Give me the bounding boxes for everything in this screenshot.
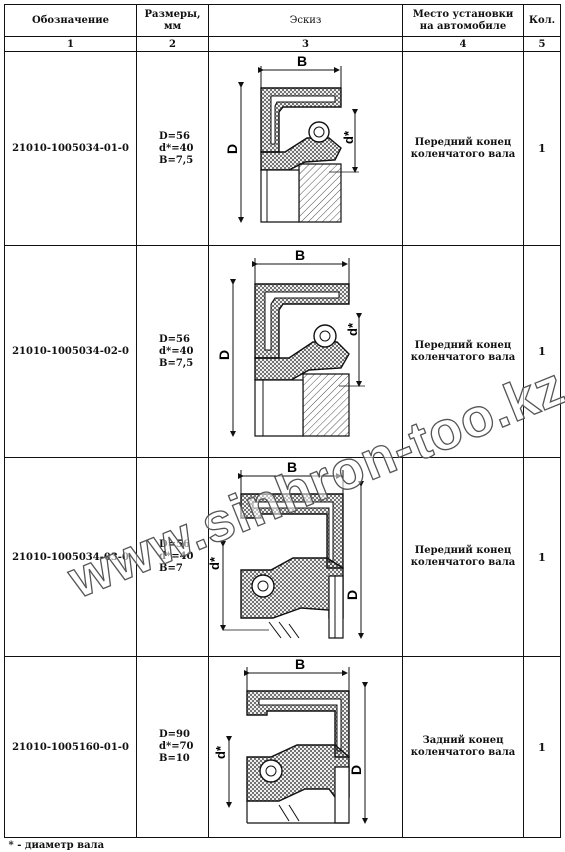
dim-width: B=7 (159, 563, 208, 575)
designation-cell: 21010-1005160-01-0 (5, 657, 137, 838)
header-place-line2: на автомобиле (420, 21, 506, 32)
dimensions-cell: D=56 d*=40 B=7 (137, 458, 209, 657)
sketch-label-b: B (295, 657, 305, 672)
qty-cell: 1 (524, 246, 561, 458)
sketch-label-d-outer: D (224, 144, 240, 154)
header-dimensions-line1: Размеры, (145, 9, 201, 20)
sketch-cell: B D d* (209, 657, 403, 838)
sketch-label-b: B (287, 459, 297, 475)
sketch-label-d-outer: D (216, 350, 232, 360)
header-dimensions-line2: мм (164, 21, 181, 32)
dim-shaft-diameter: d*=40 (159, 346, 208, 358)
sketch-label-b: B (297, 53, 307, 69)
place-line: коленчатого вала (403, 352, 523, 364)
table-row: 21010-1005034-02-0 D=56 d*=40 B=7,5 B D … (5, 246, 561, 458)
dim-outer-diameter: D=90 (159, 729, 208, 741)
header-designation: Обозначение (5, 5, 137, 37)
dimensions-cell: D=56 d*=40 B=7,5 (137, 246, 209, 458)
place-line: коленчатого вала (403, 149, 523, 161)
place-cell: Передний конец коленчатого вала (403, 246, 524, 458)
header-dimensions: Размеры, мм (137, 5, 209, 37)
sketch-label-d-outer: D (344, 590, 360, 600)
seal-sketch-4: B D d* (209, 657, 403, 837)
dim-width: B=7,5 (159, 358, 208, 370)
place-line: коленчатого вала (403, 557, 523, 569)
dimensions-cell: D=56 d*=40 B=7,5 (137, 52, 209, 246)
footnote: * - диаметр вала (5, 838, 561, 852)
column-number-row: 1 2 3 4 5 (5, 37, 561, 52)
header-place: Место установки на автомобиле (403, 5, 524, 37)
place-cell: Передний конец коленчатого вала (403, 52, 524, 246)
designation-cell: 21010-1005034-01-0 (5, 52, 137, 246)
header-sketch: Эскиз (209, 5, 403, 37)
place-line: коленчатого вала (403, 747, 523, 759)
dim-outer-diameter: D=56 (159, 539, 208, 551)
sketch-label-b: B (295, 247, 305, 263)
place-line: Задний конец (403, 735, 523, 747)
seal-sketch-3: B D d* (209, 458, 403, 656)
place-line: Передний конец (403, 545, 523, 557)
dim-outer-diameter: D=56 (159, 334, 208, 346)
header-qty: Кол. (524, 5, 561, 37)
seal-sketch-2: B D d* (209, 246, 403, 457)
table-row: 21010-1005160-01-0 D=90 d*=70 B=10 B D d… (5, 657, 561, 838)
place-cell: Задний конец коленчатого вала (403, 657, 524, 838)
footnote-row: * - диаметр вала (5, 838, 561, 852)
qty-cell: 1 (524, 458, 561, 657)
designation-cell: 21010-1005034-03-0 (5, 458, 137, 657)
column-number: 3 (209, 37, 403, 52)
sketch-label-d-inner: d* (345, 322, 360, 336)
dim-width: B=10 (159, 753, 208, 765)
qty-cell: 1 (524, 52, 561, 246)
header-row: Обозначение Размеры, мм Эскиз Место уста… (5, 5, 561, 37)
designation-cell: 21010-1005034-02-0 (5, 246, 137, 458)
qty-cell: 1 (524, 657, 561, 838)
table-row: 21010-1005034-01-0 D=56 d*=40 B=7,5 (5, 52, 561, 246)
dim-shaft-diameter: d*=40 (159, 551, 208, 563)
column-number: 1 (5, 37, 137, 52)
sketch-cell: B D d* (209, 52, 403, 246)
dimensions-cell: D=90 d*=70 B=10 (137, 657, 209, 838)
sketch-cell: B D d* (209, 458, 403, 657)
sketch-label-d-inner: d* (341, 130, 356, 144)
header-place-line1: Место установки (413, 9, 514, 20)
seal-sketch-1: B D d* (209, 52, 403, 245)
dim-width: B=7,5 (159, 155, 208, 167)
table-row: 21010-1005034-03-0 D=56 d*=40 B=7 B D d* (5, 458, 561, 657)
dim-outer-diameter: D=56 (159, 131, 208, 143)
column-number: 2 (137, 37, 209, 52)
dim-shaft-diameter: d*=70 (159, 741, 208, 753)
sketch-cell: B D d* (209, 246, 403, 458)
column-number: 4 (403, 37, 524, 52)
sketch-label-d-inner: d* (213, 745, 228, 759)
dim-shaft-diameter: d*=40 (159, 143, 208, 155)
place-line: Передний конец (403, 137, 523, 149)
column-number: 5 (524, 37, 561, 52)
sketch-label-d-inner: d* (209, 556, 222, 570)
sketch-label-d-outer: D (348, 765, 364, 775)
seal-spec-table: Обозначение Размеры, мм Эскиз Место уста… (4, 4, 561, 852)
place-cell: Передний конец коленчатого вала (403, 458, 524, 657)
place-line: Передний конец (403, 340, 523, 352)
